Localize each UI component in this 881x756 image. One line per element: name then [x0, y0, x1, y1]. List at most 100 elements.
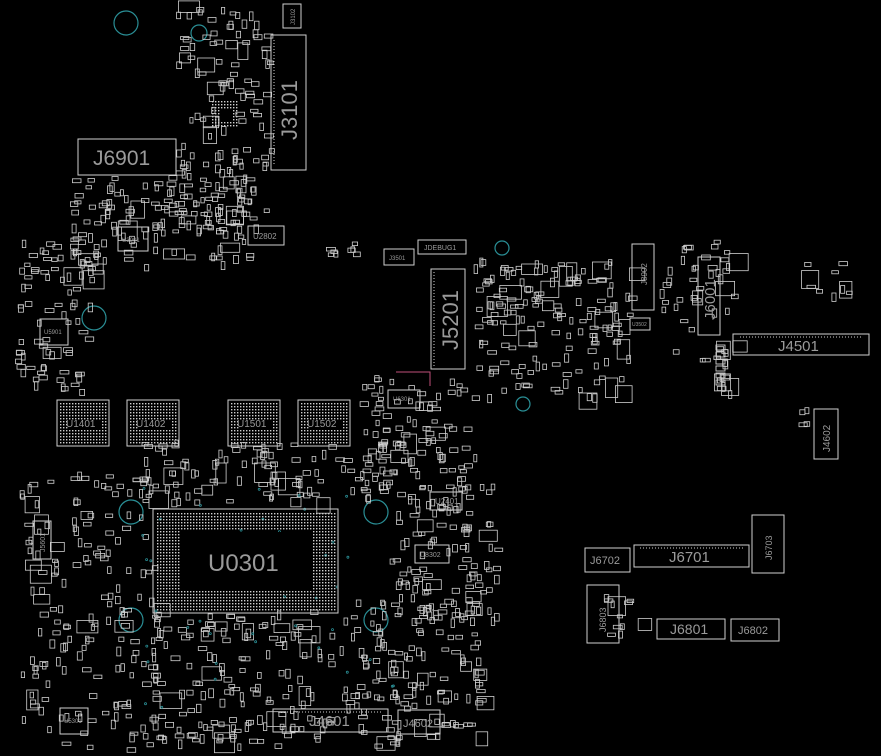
bga-ball [307, 421, 309, 423]
bga-ball [205, 609, 207, 611]
passive-component [465, 494, 475, 500]
bga-ball [334, 516, 336, 518]
passive-component [217, 150, 224, 160]
bga-ball [218, 107, 220, 109]
passive-component [618, 319, 631, 336]
passive-component [456, 477, 463, 487]
bga-ball [283, 591, 285, 593]
bga-ball [241, 528, 243, 530]
passive-component [257, 715, 263, 725]
bga-ball [215, 113, 217, 115]
passive-component [460, 387, 469, 393]
bga-ball [276, 424, 278, 426]
chip-u2802: U2802 [247, 225, 285, 246]
passive-component [158, 713, 167, 719]
passive-component [189, 117, 194, 124]
bga-ball [313, 567, 315, 569]
chip-u1401: U1401 [56, 399, 110, 447]
passive-component [245, 177, 256, 182]
bga-ball [240, 406, 242, 408]
bga-ball [139, 436, 141, 438]
passive-component [265, 59, 270, 69]
bga-ball [66, 409, 68, 411]
bga-ball [325, 525, 327, 527]
bga-ball [199, 594, 201, 596]
passive-component [207, 622, 216, 627]
bga-ball [340, 415, 342, 417]
bga-ball [253, 528, 255, 530]
passive-component [375, 401, 384, 407]
passive-component [393, 469, 398, 476]
bga-ball [169, 594, 171, 596]
passive-component [415, 471, 421, 480]
bga-ball [130, 442, 132, 444]
bga-ball [334, 525, 336, 527]
bga-ball [235, 606, 237, 608]
passive-component [378, 458, 387, 464]
passive-component [263, 133, 274, 139]
passive-component [20, 368, 27, 378]
passive-component [421, 651, 426, 662]
passive-component [178, 208, 187, 213]
bga-ball [250, 516, 252, 518]
passive-component [370, 620, 375, 627]
passive-component [587, 279, 598, 284]
bga-ball [313, 415, 315, 417]
bga-ball [169, 418, 171, 420]
bga-ball [211, 591, 213, 593]
bga-ball [163, 558, 165, 560]
bga-ball [316, 552, 318, 554]
passive-component [606, 331, 613, 337]
bga-ball [334, 537, 336, 539]
passive-component [288, 685, 293, 692]
bga-ball [187, 525, 189, 527]
bga-ball [96, 442, 98, 444]
bga-ball [319, 591, 321, 593]
passive-component [372, 658, 381, 664]
passive-component [210, 192, 219, 198]
bga-ball [235, 597, 237, 599]
bga-ball [319, 549, 321, 551]
passive-component [263, 208, 270, 213]
bga-ball [93, 418, 95, 420]
bga-ball [322, 594, 324, 596]
passive-component [105, 210, 111, 220]
bga-ball [63, 421, 65, 423]
bga-ball [256, 606, 258, 608]
bga-ball [215, 110, 217, 112]
bga-ball [244, 528, 246, 530]
passive-component [228, 684, 236, 689]
passive-component [106, 616, 111, 625]
bga-ball [313, 564, 315, 566]
passive-component [469, 617, 475, 627]
bga-ball [270, 412, 272, 414]
bga-ball [292, 600, 294, 602]
bga-ball [316, 546, 318, 548]
passive-component [799, 409, 806, 416]
passive-component [422, 425, 431, 432]
passive-component [553, 312, 561, 319]
bga-ball [181, 591, 183, 593]
bga-ball [60, 421, 62, 423]
passive-component [379, 489, 389, 494]
bga-ball [258, 439, 260, 441]
passive-component [155, 637, 163, 641]
passive-component [440, 453, 446, 463]
bga-ball [241, 513, 243, 515]
passive-component [389, 469, 397, 475]
chip-u1502: U1502 [297, 399, 351, 447]
bga-ball [157, 549, 159, 551]
bga-ball [226, 528, 228, 530]
bga-ball [234, 442, 236, 444]
bga-ball [230, 107, 232, 109]
bga-ball [249, 403, 251, 405]
bga-ball [175, 406, 177, 408]
bga-ball [211, 594, 213, 596]
bga-ball [229, 522, 231, 524]
passive-component [94, 253, 99, 260]
via [198, 619, 202, 623]
bga-ball [181, 594, 183, 596]
passive-component [84, 560, 92, 566]
bga-ball [190, 522, 192, 524]
bga-ball [211, 519, 213, 521]
